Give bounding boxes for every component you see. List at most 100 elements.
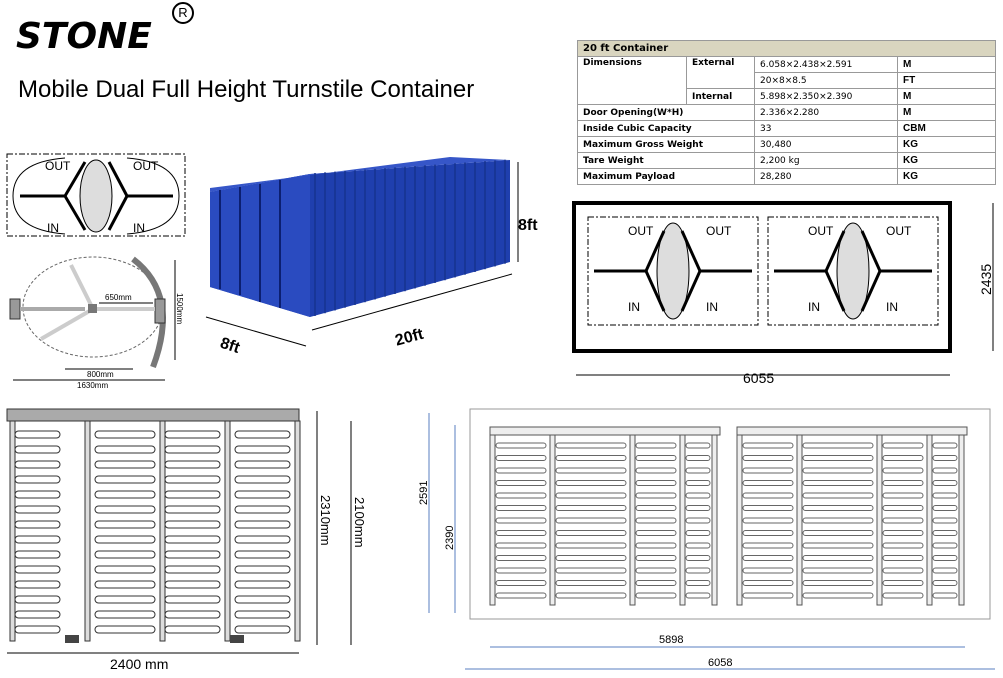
turnstile-post [159, 420, 166, 642]
turnstile-bar [164, 595, 221, 604]
turnstile-bar [164, 580, 221, 589]
turnstile-bar [882, 480, 924, 486]
turnstile-post [9, 420, 16, 642]
in-label: IN [808, 300, 820, 314]
page-title: Mobile Dual Full Height Turnstile Contai… [18, 76, 475, 103]
turnstile-bar [94, 550, 156, 559]
turnstile-bar [164, 490, 221, 499]
turnstile-bar [802, 517, 874, 524]
turnstile-bar [742, 530, 794, 536]
turnstile-bar [802, 542, 874, 549]
turnstile-bar [882, 530, 924, 536]
elevation-total-height-label: 2310mm [318, 495, 333, 546]
turnstile-unit-outline [767, 216, 939, 326]
turnstile-bar [685, 592, 711, 599]
turnstile-bar [495, 467, 547, 474]
turnstile-bar [164, 535, 221, 544]
turnstile-bar [234, 445, 291, 454]
turnstile-bar [932, 530, 958, 536]
row-label: Dimensions [577, 56, 687, 105]
cell-unit: M [897, 104, 996, 121]
cell-unit: KG [897, 136, 996, 153]
arm-length-label: 650mm [105, 293, 132, 302]
turnstile-bar [234, 550, 291, 559]
turnstile-bar [555, 480, 627, 486]
turnstile-bar [882, 517, 924, 524]
turnstile-foot [230, 635, 244, 643]
turnstile-bar [932, 580, 958, 586]
turnstile-post [489, 434, 496, 606]
turnstile-bar [742, 467, 794, 474]
turnstile-arm [644, 270, 666, 312]
table-row: 20×8×8.5 FT [578, 72, 996, 89]
turnstile-bar [802, 580, 874, 586]
turnstile-bar [635, 530, 677, 536]
table-header: 20 ft Container [577, 40, 996, 57]
table-row: Internal 5.898×2.350×2.390 M [578, 88, 996, 105]
turnstile-bar [685, 505, 711, 511]
turnstile-bar [234, 580, 291, 589]
turnstile-post [711, 434, 718, 606]
turnstile-bar [94, 535, 156, 544]
turnstile-bar [94, 445, 156, 454]
turnstile-bar [932, 592, 958, 599]
plan-length-label: 6055 [743, 370, 774, 385]
turnstile-bar [635, 467, 677, 474]
cell-unit: CBM [897, 120, 996, 137]
turnstile-bar [94, 460, 156, 469]
turnstile-bar [495, 592, 547, 599]
turnstile-plan-small: OUT OUT IN IN [6, 153, 186, 237]
turnstile-bar [94, 580, 156, 589]
turnstile-bar [555, 505, 627, 511]
elevation-width-label: 2400 mm [110, 656, 168, 672]
height-label: 8ft [518, 217, 538, 234]
turnstile-bar [685, 530, 711, 536]
in-label: IN [628, 300, 640, 314]
turnstile-bar [94, 595, 156, 604]
turnstile-bar [495, 580, 547, 586]
turnstile-bar [882, 555, 924, 561]
cell-value: 5.898×2.350×2.390 [754, 88, 898, 105]
turnstile-foot [65, 635, 79, 643]
out-label: OUT [808, 224, 834, 238]
turnstile-bar [802, 555, 874, 561]
turnstile-bar [882, 467, 924, 474]
turnstile-bar [932, 505, 958, 511]
turnstile-bar [635, 592, 677, 599]
out-label: OUT [628, 224, 654, 238]
turnstile-bar [742, 592, 794, 599]
cell-unit: M [897, 56, 996, 73]
turnstile-bar [882, 592, 924, 599]
cell-value: 30,480 [754, 136, 898, 153]
turnstile-bar [685, 567, 711, 574]
turnstile-bar [802, 492, 874, 499]
cell-value: 6.058×2.438×2.591 [754, 56, 898, 73]
row-label: Maximum Payload [577, 168, 755, 185]
turnstile-canopy [489, 426, 721, 436]
turnstile-bar [164, 520, 221, 529]
turnstile-bar [14, 460, 61, 469]
turnstile-dimension-diagram: 650mm 800mm 1630mm 1500mm [9, 256, 184, 390]
turnstile-post [876, 434, 883, 606]
turnstile-bar [495, 567, 547, 574]
turnstile-bar [685, 555, 711, 561]
turnstile-bar [802, 455, 874, 461]
turnstile-bar [94, 520, 156, 529]
out-label: OUT [886, 224, 912, 238]
turnstile-bar [14, 535, 61, 544]
turnstile-bar [802, 505, 874, 511]
glass-divider [836, 222, 870, 320]
turnstile-canopy [736, 426, 968, 436]
int-length-label: 5898 [659, 634, 683, 646]
cell-value: 2,200 kg [754, 152, 898, 169]
turnstile-bar [635, 555, 677, 561]
turnstile-bar [14, 595, 61, 604]
turnstile-bar [685, 517, 711, 524]
turnstile-bar [94, 565, 156, 574]
turnstile-bar [882, 580, 924, 586]
turnstile-bar [932, 542, 958, 549]
turnstile-bar [635, 542, 677, 549]
